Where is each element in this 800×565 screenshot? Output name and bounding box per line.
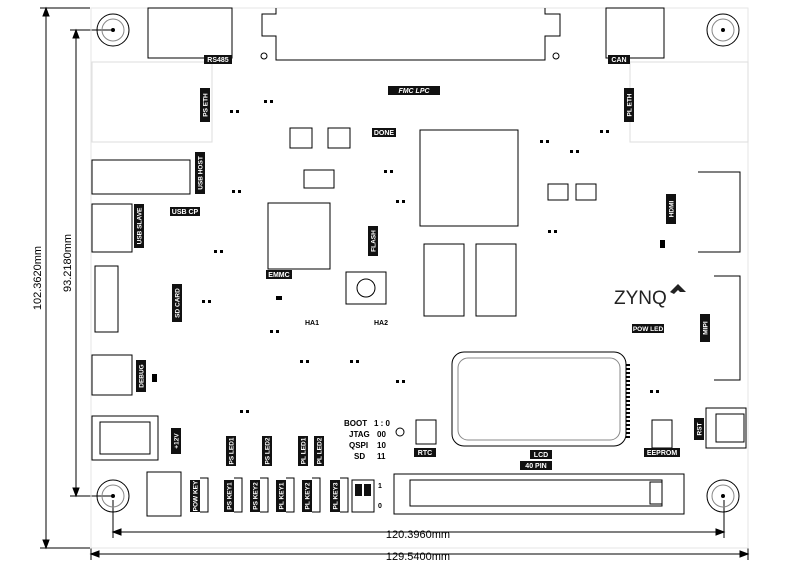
zynq-logo: ZYNQ <box>614 288 667 309</box>
dim-height-outer: 102.3620mm <box>32 246 44 310</box>
fmc-lpc-label: FMC LPC <box>398 88 430 95</box>
boot-header-1: 1 : 0 <box>374 419 391 428</box>
rtc-label: RTC <box>418 450 432 457</box>
led-row: PS LED1 PS LED2 PL LED1 PL LED2 <box>226 436 324 466</box>
dimension-lines <box>40 6 750 560</box>
usb-host-label: USB HOST <box>198 156 205 190</box>
dip-label-1: 1 <box>378 483 382 490</box>
board-outline <box>90 7 749 549</box>
can-label: CAN <box>611 57 626 64</box>
led-pl-led2: PL LED2 <box>317 437 324 464</box>
ha1-label: HA1 <box>305 320 319 327</box>
rst-label-bg <box>694 418 704 440</box>
led-ps-led2: PS LED2 <box>265 437 272 464</box>
emmc-label: EMMC <box>268 272 289 279</box>
flash-label-bg <box>368 226 378 256</box>
plus12v-label: +12V <box>174 433 181 449</box>
key-ps-key2: PS KEY2 <box>253 482 260 510</box>
key-pl-key1: PL KEY1 <box>279 482 286 509</box>
rtc-label-bg <box>414 448 436 457</box>
led-pl-led1: PL LED1 <box>301 437 308 464</box>
rst-label: RST <box>697 422 704 435</box>
lcd-label: LCD <box>534 452 548 459</box>
usb-cp-label-bg <box>170 207 200 216</box>
zynq-logo-mark <box>670 284 686 294</box>
ps-eth-label-bg <box>200 88 210 122</box>
hdmi-label-bg <box>666 194 676 224</box>
boot-table: BOOT 1 : 0 JTAG 00 QSPI 10 SD 11 <box>344 419 391 461</box>
debug-label-bg <box>136 360 146 392</box>
ha2-coil <box>356 278 376 298</box>
pow-led-label-bg <box>632 324 664 333</box>
key-pl-key2: PL KEY2 <box>305 482 312 509</box>
dip-switch: 1 0 <box>351 479 382 513</box>
key-pl-key3: PL KEY3 <box>333 482 340 509</box>
pin40-label: 40 PIN <box>525 463 546 470</box>
flash-label: FLASH <box>371 230 378 252</box>
pl-eth-label-bg <box>624 88 634 122</box>
done-label: DONE <box>374 130 395 137</box>
dim-width-inner: 120.3960mm <box>386 529 450 541</box>
pow-led-label: POW LED <box>633 326 664 333</box>
usb-slave-label-bg <box>134 204 144 248</box>
boot-row-2-val: 11 <box>377 452 386 461</box>
boot-row-2-name: SD <box>354 452 365 461</box>
usb-slave-label: USB SLAVE <box>137 207 144 244</box>
done-label-bg <box>372 128 396 137</box>
plus12v-label-bg <box>171 428 181 454</box>
dip-label-0: 0 <box>378 503 382 510</box>
small-pads <box>152 100 665 413</box>
pin40-label-bg <box>520 461 552 470</box>
right-connectors <box>698 171 747 449</box>
hdmi-label: HDMI <box>669 201 676 218</box>
eeprom-label-bg <box>644 448 680 457</box>
eeprom-label: EEPROM <box>647 450 678 457</box>
dim-height-inner: 93.2180mm <box>62 234 74 292</box>
rs485-label: RS485 <box>207 57 229 64</box>
top-connectors <box>147 7 665 61</box>
sd-card-label: SD CARD <box>175 288 182 318</box>
boot-row-0-name: JTAG <box>349 430 370 439</box>
mounting-holes <box>96 13 740 513</box>
rs485-label-bg <box>204 55 232 64</box>
fmc-label-bg <box>388 86 440 95</box>
pl-eth-label: PL ETH <box>627 93 634 116</box>
led-ps-led1: PS LED1 <box>229 437 236 464</box>
key-row: POW KEY PS KEY1 PS KEY2 PL KEY1 PL KEY2 … <box>190 480 340 512</box>
lcd-label-bg <box>530 450 552 459</box>
boot-row-1-name: QSPI <box>349 441 368 450</box>
boot-header-0: BOOT <box>344 419 367 428</box>
ps-eth-label: PS ETH <box>203 93 210 117</box>
ha2-label: HA2 <box>374 320 388 327</box>
mipi-label-bg <box>700 314 710 342</box>
left-connectors <box>91 159 191 517</box>
key-outlines <box>200 477 349 513</box>
key-pow-key: POW KEY <box>193 480 200 511</box>
boot-row-0-val: 00 <box>377 430 386 439</box>
dim-width-outer: 129.5400mm <box>386 551 450 563</box>
can-label-bg <box>608 55 630 64</box>
key-ps-key1: PS KEY1 <box>227 482 234 510</box>
usb-cp-label: USB CP <box>172 209 199 216</box>
emmc-label-bg <box>266 270 292 279</box>
chips <box>267 127 685 515</box>
boot-switch <box>395 427 405 437</box>
usb-host-label-bg <box>195 152 205 194</box>
mipi-label: MIPI <box>703 321 710 335</box>
sd-card-label-bg <box>172 284 182 322</box>
debug-label: DEBUG <box>139 364 146 387</box>
boot-row-1-val: 10 <box>377 441 386 450</box>
